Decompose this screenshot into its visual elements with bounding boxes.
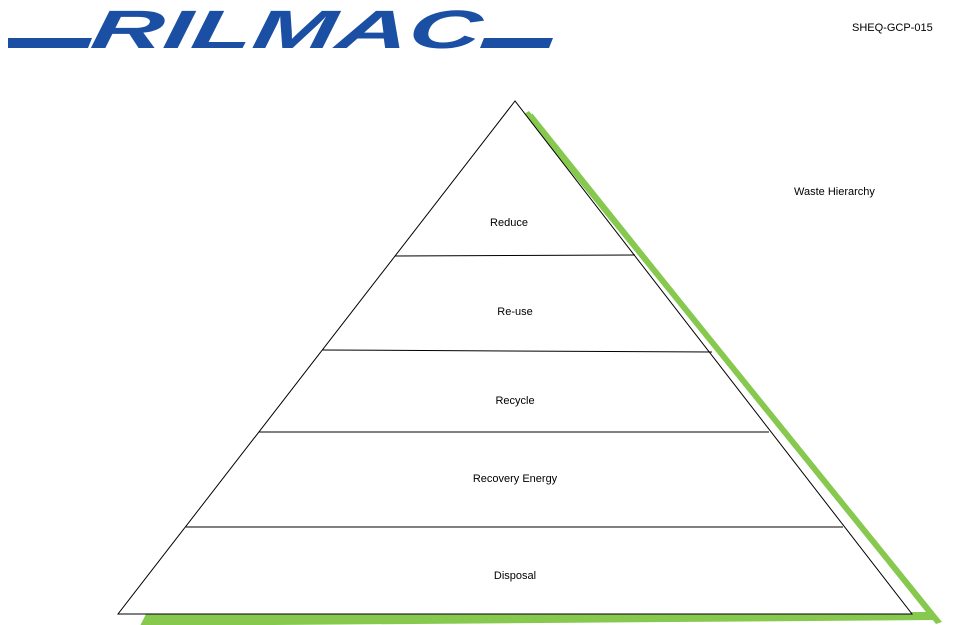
tier-label-reduce: Reduce (490, 217, 528, 229)
pyramid-shadow-edge (524, 111, 942, 624)
document-code: SHEQ-GCP-015 (852, 22, 933, 34)
diagram-title: Waste Hierarchy (794, 186, 875, 198)
tier-label-disposal: Disposal (494, 570, 536, 582)
tier-divider (394, 254, 636, 257)
tier-divider (321, 349, 713, 353)
pyramid-outline (116, 100, 914, 615)
tier-label-reuse: Re-use (497, 306, 532, 318)
tier-label-recovery-energy: Recovery Energy (473, 473, 558, 485)
logo-wordmark: RILMAC (87, 6, 487, 54)
rilmac-logo: RILMAC (8, 6, 553, 54)
tier-label-recycle: Recycle (495, 395, 534, 407)
